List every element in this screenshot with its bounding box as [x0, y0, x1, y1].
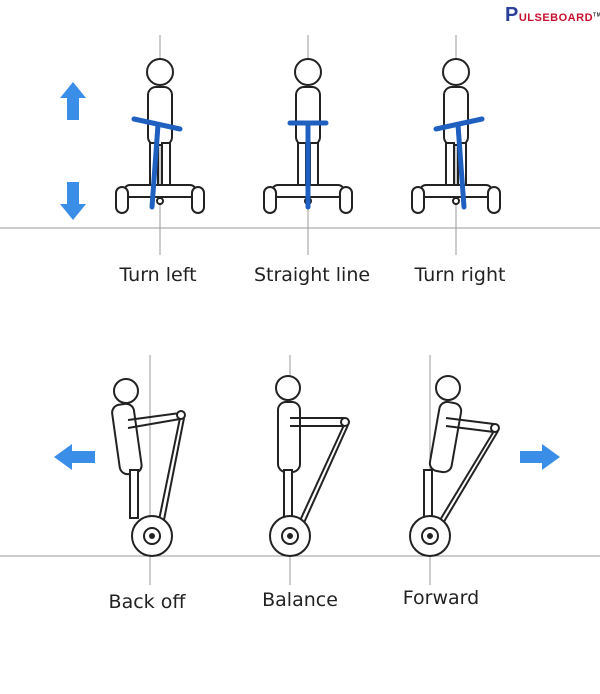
arrow-right-icon [520, 444, 560, 470]
brand-logo: PULSEBOARDTM [505, 4, 600, 26]
label-turn-left: Turn left [119, 264, 197, 286]
label-forward: Forward [402, 587, 480, 609]
label-balance: Balance [262, 589, 338, 611]
figure-forward [409, 375, 500, 557]
arrow-left-icon [54, 444, 95, 470]
arrow-up-icon [60, 82, 86, 120]
figure-straight-line [263, 58, 353, 214]
label-back-off: Back off [108, 591, 186, 613]
label-straight-line: Straight line [253, 264, 371, 286]
figure-balance [269, 375, 350, 557]
figure-turn-left [115, 58, 205, 214]
figure-turn-right [411, 58, 501, 214]
figure-back-off [111, 378, 186, 557]
label-turn-right: Turn right [414, 264, 506, 286]
arrow-down-icon [60, 182, 86, 220]
